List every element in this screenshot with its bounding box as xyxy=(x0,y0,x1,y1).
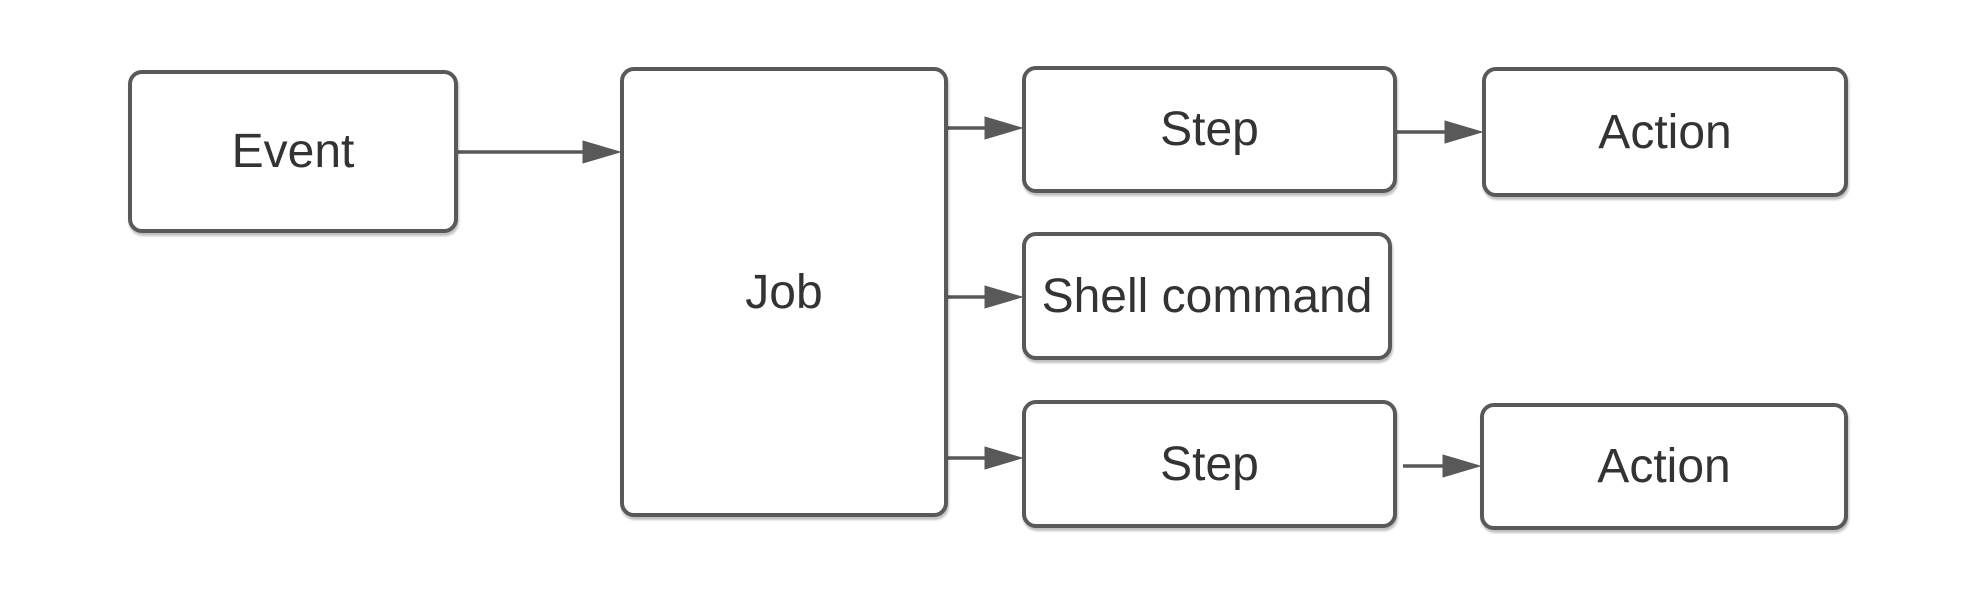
node-action-top-label: Action xyxy=(1598,105,1732,159)
node-event[interactable]: Event xyxy=(128,70,458,233)
arrowhead-icon xyxy=(984,285,1024,309)
arrowhead-icon xyxy=(1444,120,1484,144)
node-step-bottom[interactable]: Step xyxy=(1022,400,1397,528)
arrowhead-icon xyxy=(1442,454,1482,478)
node-shell-command-label: Shell command xyxy=(1041,269,1373,323)
connector-job-to-step-bottom[interactable] xyxy=(948,446,1024,470)
node-shell-command[interactable]: Shell command xyxy=(1022,232,1392,360)
node-job-label: Job xyxy=(745,265,823,319)
connector-job-to-step-top[interactable] xyxy=(948,116,1024,140)
node-action-bottom-label: Action xyxy=(1597,440,1731,493)
connector-step-bottom-to-action-bottom[interactable] xyxy=(1403,454,1482,478)
connector-step-top-to-action-top[interactable] xyxy=(1397,120,1484,144)
node-action-bottom[interactable]: Action xyxy=(1480,403,1848,530)
node-step-top-label: Step xyxy=(1160,103,1259,156)
node-event-label: Event xyxy=(231,125,355,178)
node-step-top[interactable]: Step xyxy=(1022,66,1397,193)
arrowhead-icon xyxy=(984,446,1024,470)
node-step-bottom-label: Step xyxy=(1160,437,1259,491)
connector-job-to-shell-command[interactable] xyxy=(948,285,1024,309)
arrowhead-icon xyxy=(984,116,1024,140)
arrowhead-icon xyxy=(582,140,622,164)
node-action-top[interactable]: Action xyxy=(1482,67,1848,197)
connector-event-to-job[interactable] xyxy=(458,140,622,164)
node-job[interactable]: Job xyxy=(620,67,948,517)
